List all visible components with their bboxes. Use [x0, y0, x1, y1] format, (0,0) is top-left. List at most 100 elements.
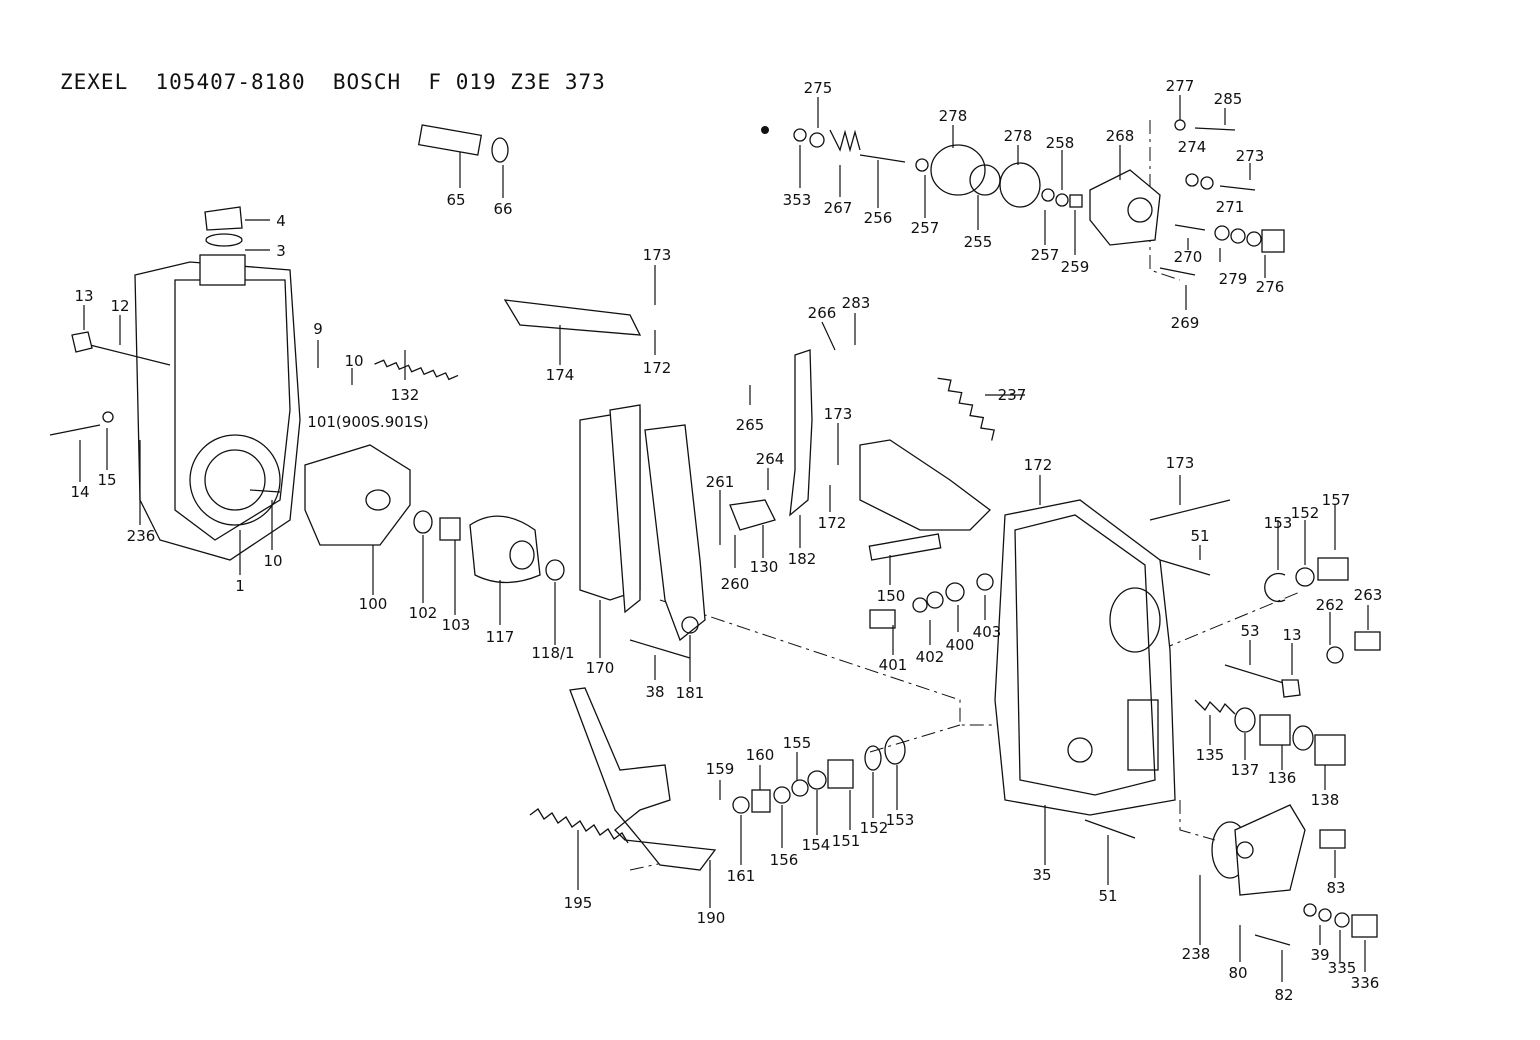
part-label: 10 [263, 552, 282, 570]
part-label: 65 [446, 191, 465, 209]
bolt-182 [1149, 499, 1231, 521]
part-label: 161 [727, 867, 756, 885]
part-label: 274 [1178, 138, 1207, 156]
part-label: 12 [110, 297, 129, 315]
cover-80-seal-238 [1211, 804, 1306, 896]
part-label: 137 [1231, 761, 1260, 779]
part-label: 264 [756, 450, 785, 468]
part-label: 15 [97, 471, 116, 489]
part-label: 271 [1216, 198, 1245, 216]
plate-174 [503, 299, 642, 336]
bolts-left [49, 331, 281, 493]
part-label: 285 [1214, 90, 1243, 108]
flyweight-part [304, 444, 411, 546]
assembly-centerline [1159, 591, 1301, 651]
washer-102 [413, 510, 433, 534]
part-label: 3 [276, 242, 286, 260]
part-label: 278 [1004, 127, 1033, 145]
part-label: 132 [391, 386, 420, 404]
part-label: 83 [1326, 879, 1345, 897]
part-label: 157 [1322, 491, 1351, 509]
governor-cover-237 [994, 499, 1176, 816]
part-label: 101(900S.901S) [307, 413, 428, 431]
part-label: 255 [964, 233, 993, 251]
part-label: 170 [586, 659, 615, 677]
lever-170 [579, 404, 641, 614]
assembly-centerline [869, 724, 961, 753]
part-label: 400 [946, 636, 975, 654]
part-label: 273 [1236, 147, 1265, 165]
part-label: 277 [1166, 77, 1195, 95]
part-label: 153 [886, 811, 915, 829]
part-label: 151 [832, 832, 861, 850]
part-label: 257 [911, 219, 940, 237]
part-label: 181 [676, 684, 705, 702]
part-code-zexel: 105407-8180 [155, 70, 306, 94]
part-label: 138 [1311, 791, 1340, 809]
part-label: 256 [864, 209, 893, 227]
part-label: 258 [1046, 134, 1075, 152]
rings-151-161 [732, 735, 906, 814]
cup-117 [469, 515, 541, 584]
part-label: 257 [1031, 246, 1060, 264]
part-label: 263 [1354, 586, 1383, 604]
part-label: 238 [1182, 945, 1211, 963]
link-260 [729, 349, 813, 531]
washers-400-403 [869, 573, 994, 629]
part-label: 118/1 [531, 644, 574, 662]
part-label: 130 [750, 558, 779, 576]
part-label: 265 [736, 416, 765, 434]
part-label: 336 [1351, 974, 1380, 992]
part-label: 353 [783, 191, 812, 209]
part-label: 278 [939, 107, 968, 125]
part-label: 35 [1032, 866, 1051, 884]
part-label: 82 [1274, 986, 1293, 1004]
part-label: 1 [235, 577, 245, 595]
brand-bosch: BOSCH [332, 70, 402, 94]
part-label: 51 [1098, 887, 1117, 905]
part-code-bosch: F 019 Z3E 373 [428, 70, 606, 94]
part-label: 38 [645, 683, 664, 701]
part-label: 182 [788, 550, 817, 568]
part-label: 13 [74, 287, 93, 305]
part-label: 195 [564, 894, 593, 912]
plug-part [204, 206, 243, 247]
assembly-centerline [659, 599, 1000, 726]
part-label: 102 [409, 604, 438, 622]
part-label: 259 [1061, 258, 1090, 276]
part-label: 335 [1328, 959, 1357, 977]
part-label: 260 [721, 575, 750, 593]
part-label: 174 [546, 366, 575, 384]
part-label: 117 [486, 628, 515, 646]
part-label: 262 [1316, 596, 1345, 614]
part-label: 237 [998, 386, 1027, 404]
sleeve-103 [439, 517, 461, 541]
part-label: 173 [824, 405, 853, 423]
part-label: 80 [1228, 964, 1247, 982]
part-label: 154 [802, 836, 831, 854]
part-label: 267 [824, 199, 853, 217]
assembly-centerline [1149, 120, 1181, 281]
lever-150 [859, 439, 991, 561]
part-label: 283 [842, 294, 871, 312]
part-label: 10 [344, 352, 363, 370]
part-label: 173 [643, 246, 672, 264]
part-label: 153 [1264, 514, 1293, 532]
diagram-title: ZEXEL 105407-8180 BOSCH F 019 Z3E 373 [60, 70, 606, 94]
spring-130 [937, 377, 995, 441]
part-label: 103 [442, 616, 471, 634]
part-label: 156 [770, 851, 799, 869]
part-label: 135 [1196, 746, 1225, 764]
part-label: 152 [860, 819, 889, 837]
part-label: 9 [313, 320, 323, 338]
lever-190 [569, 687, 717, 871]
part-label: 172 [1024, 456, 1053, 474]
part-label: 172 [818, 514, 847, 532]
brand-zexel: ZEXEL [60, 70, 129, 94]
valve-65-66 [417, 124, 509, 163]
screws-39-336 [1254, 829, 1378, 946]
part-label: 66 [493, 200, 512, 218]
part-label: 4 [276, 212, 286, 230]
